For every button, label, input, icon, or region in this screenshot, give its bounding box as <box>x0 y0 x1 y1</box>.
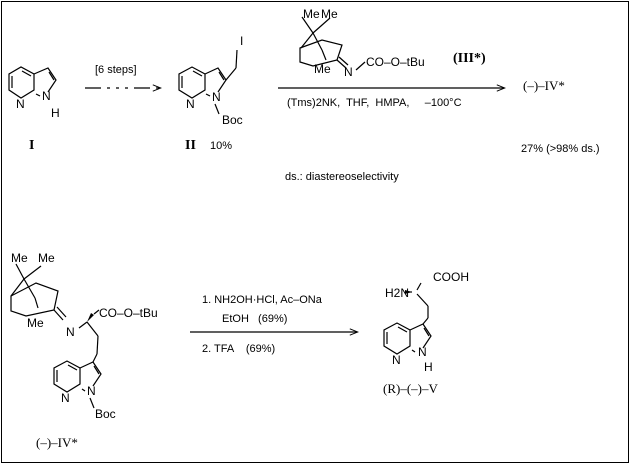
compound-iv-label: (–)–IV* <box>36 435 78 450</box>
step3-conditions-line3: 2. TFA (69%) <box>202 343 275 355</box>
step2-conditions: (Tms)2NK, THF, HMPA, –100°C <box>287 97 462 109</box>
compound-ii-yield: 10% <box>210 140 232 152</box>
atom-n: N <box>392 353 401 367</box>
atom-i: I <box>240 34 243 48</box>
reagent-iii-label: (III*) <box>453 51 486 66</box>
atom-n: N <box>87 384 96 398</box>
compound-i-label: I <box>29 138 34 153</box>
cooh-group: COOH <box>433 270 469 284</box>
atom-n: N <box>66 325 75 339</box>
product-iv-label: (–)–IV* <box>523 78 565 93</box>
boc-group: Boc <box>222 113 243 127</box>
atom-me: Me <box>27 316 44 330</box>
step3-conditions-line1: 1. NH2OH·HCl, Ac–ONa <box>202 294 323 306</box>
atom-me: Me <box>38 251 55 265</box>
step3-conditions-line2: EtOH (69%) <box>222 313 287 325</box>
product-v-label: (R)–(–)–V <box>383 381 438 396</box>
atom-n: N <box>42 89 51 103</box>
atom-n: N <box>186 97 195 111</box>
product-iv-yield: 27% (>98% ds.) <box>521 143 600 155</box>
atom-n: N <box>344 65 353 79</box>
atom-me: Me <box>11 251 28 265</box>
atom-n: N <box>16 97 25 111</box>
compound-ii-structure: I N N Boc <box>178 34 243 127</box>
atom-h: H <box>424 360 433 374</box>
boc-group: Boc <box>95 407 116 421</box>
atom-me: Me <box>321 7 338 21</box>
atom-me: Me <box>303 7 320 21</box>
product-v-structure: COOH H2N N N H <box>383 270 469 374</box>
atom-n: N <box>418 345 427 359</box>
step1-label: [6 steps] <box>95 64 137 76</box>
atom-n: N <box>61 391 70 405</box>
ester-group: CO–O–tBu <box>99 306 158 320</box>
atom-n: N <box>212 90 221 104</box>
compound-i-structure: N N H <box>8 66 60 120</box>
reagent-iii-structure: Me Me Me N CO–O–tBu <box>299 7 425 79</box>
compound-ii-label: II <box>185 138 196 153</box>
atom-h: H <box>51 106 60 120</box>
footnote: ds.: diastereoselectivity <box>285 171 399 183</box>
compound-iv-structure: Me Me Me N CO–O–tBu N N Boc <box>10 251 158 421</box>
atom-me: Me <box>314 62 331 76</box>
amine-group: H2N <box>385 286 409 300</box>
ester-group: CO–O–tBu <box>366 55 425 69</box>
